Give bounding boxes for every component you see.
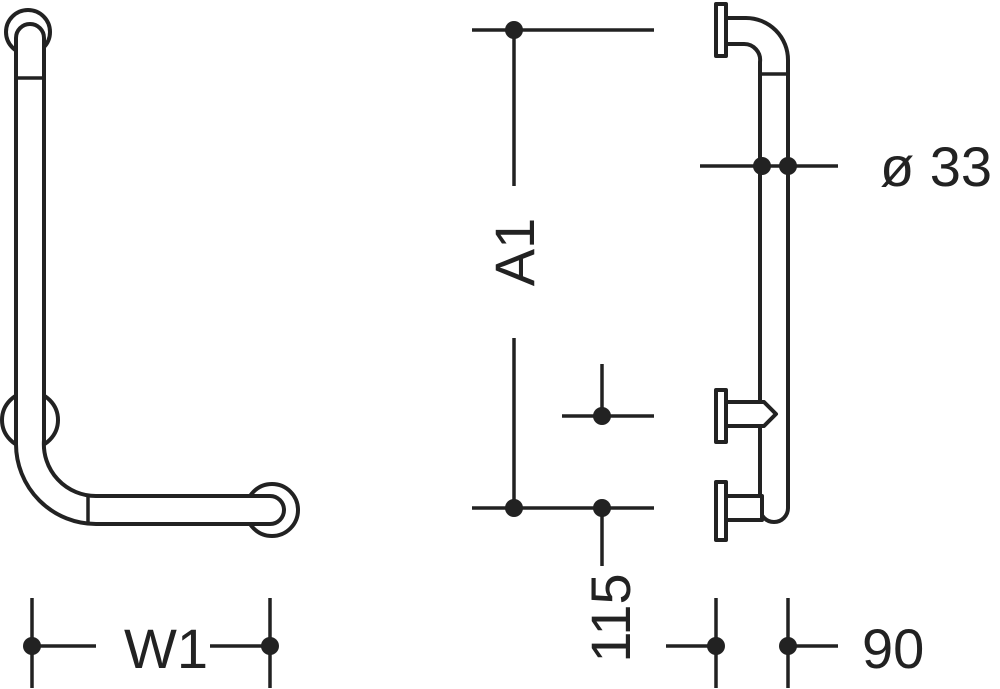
projection-label: 90 <box>862 617 924 680</box>
middle-pin <box>724 400 778 428</box>
height-dimension: A1 <box>472 21 654 517</box>
bottom-offset-label: 115 <box>579 573 642 662</box>
l-shaped-tube <box>14 22 286 526</box>
diameter-label: ø 33 <box>880 135 992 198</box>
projection-dimension: 90 <box>666 598 924 688</box>
side-view <box>714 2 790 542</box>
height-label: A1 <box>483 218 546 287</box>
front-view <box>0 8 300 538</box>
bottom-offset-dimension: 115 <box>562 364 654 663</box>
bottom-connector <box>724 494 764 522</box>
width-label: W1 <box>124 617 208 680</box>
diameter-dimension: ø 33 <box>700 135 992 198</box>
top-bent-tube <box>724 16 790 524</box>
width-dimension: W1 <box>23 598 279 688</box>
